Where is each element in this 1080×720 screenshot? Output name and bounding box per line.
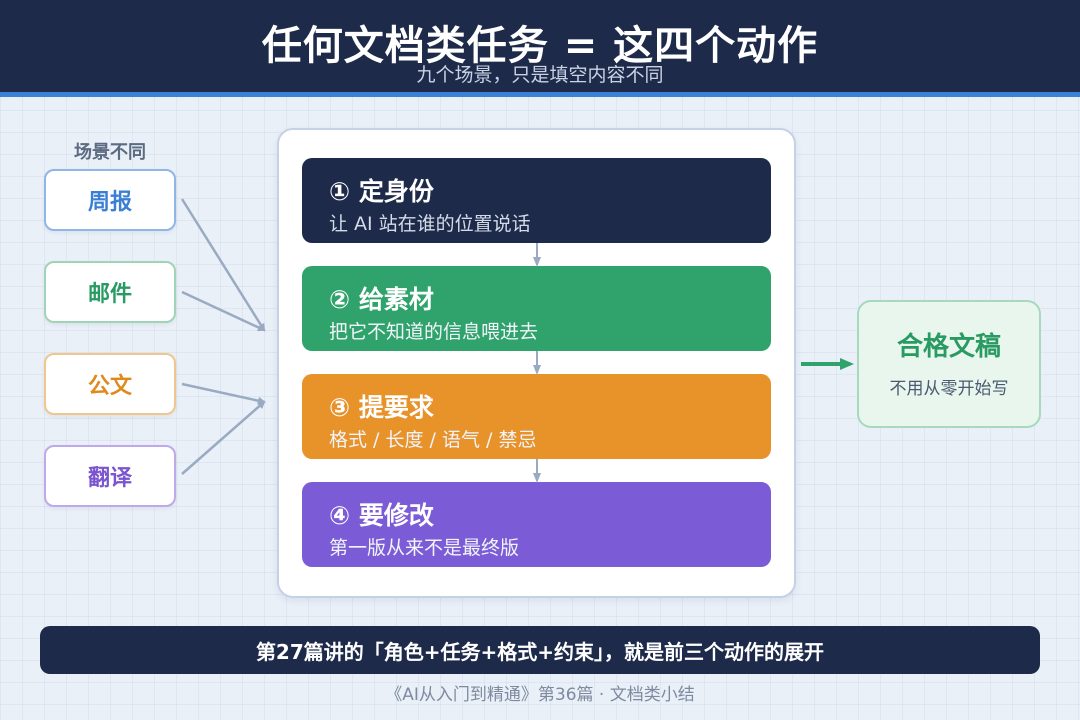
result-description: 不用从零开始写 bbox=[889, 379, 1009, 399]
result-box: 合格文稿 不用从零开始写 bbox=[857, 300, 1041, 428]
step-card-materials: ② 给素材 把它不知道的信息喂进去 bbox=[302, 266, 771, 351]
page-title: 任何文档类任务 = 这四个动作 bbox=[261, 23, 819, 69]
step-description: 让 AI 站在谁的位置说话 bbox=[329, 213, 531, 235]
step-title: ③ 提要求 bbox=[329, 393, 434, 422]
scene-box-translation: 翻译 bbox=[44, 445, 176, 507]
scenes-label: 场景不同 bbox=[74, 142, 146, 163]
scene-box-weekly-report: 周报 bbox=[44, 169, 176, 231]
step-title: ④ 要修改 bbox=[329, 501, 434, 530]
step-card-requirements: ③ 提要求 格式 / 长度 / 语气 / 禁忌 bbox=[302, 374, 771, 459]
summary-banner: 第27篇讲的「角色+任务+格式+约束」，就是前三个动作的展开 bbox=[40, 626, 1040, 674]
connector-arrow-email bbox=[181, 290, 266, 332]
header-accent-line bbox=[0, 92, 1080, 97]
step-title: ① 定身份 bbox=[329, 177, 434, 206]
header-bar bbox=[0, 0, 1080, 92]
step-card-identity: ① 定身份 让 AI 站在谁的位置说话 bbox=[302, 158, 771, 243]
step-description: 第一版从来不是最终版 bbox=[329, 537, 520, 559]
connector-arrow-translation bbox=[181, 400, 266, 475]
scene-box-email: 邮件 bbox=[44, 261, 176, 323]
step-title: ② 给素材 bbox=[329, 285, 434, 314]
footer-caption: 《AI从入门到精通》第36篇 · 文档类小结 bbox=[385, 685, 695, 705]
step-card-revision: ④ 要修改 第一版从来不是最终版 bbox=[302, 482, 771, 567]
step-description: 格式 / 长度 / 语气 / 禁忌 bbox=[329, 429, 537, 451]
scene-box-official-document: 公文 bbox=[44, 353, 176, 415]
page-subtitle: 九个场景，只是填空内容不同 bbox=[416, 64, 664, 86]
result-title: 合格文稿 bbox=[896, 332, 1001, 362]
connector-arrow-weekly-report bbox=[180, 198, 266, 332]
connector-arrow-official-document bbox=[181, 382, 266, 405]
step-description: 把它不知道的信息喂进去 bbox=[329, 321, 539, 343]
